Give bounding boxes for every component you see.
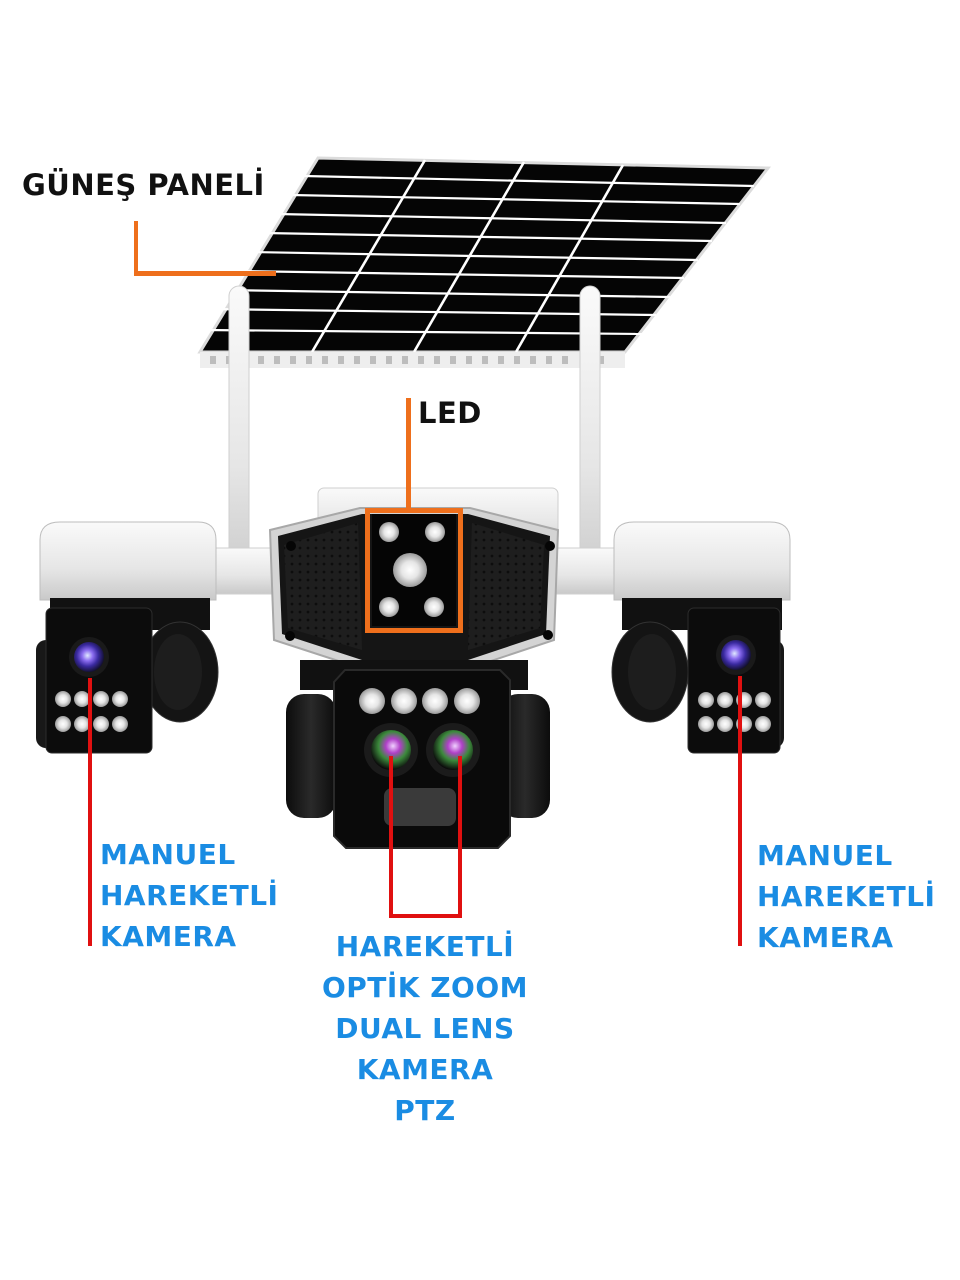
center-callout-line-right (458, 756, 462, 918)
center-callout-line-left (389, 756, 393, 918)
center-camera-label-line: KAMERA (356, 1053, 494, 1086)
center-camera-label: HAREKETLİ OPTİK ZOOM DUAL LENS KAMERA PT… (300, 926, 550, 1131)
led-label: LED (418, 396, 482, 430)
center-ptz-camera (286, 660, 550, 849)
center-callout-line-bottom (389, 914, 462, 918)
left-camera (36, 521, 219, 754)
left-camera-label: MANUEL HAREKETLİ KAMERA (100, 834, 278, 957)
solar-callout-line-horizontal (134, 271, 276, 276)
left-camera-label-line: KAMERA (100, 920, 237, 953)
led-callout-line (406, 398, 411, 510)
right-camera-label-line: KAMERA (757, 921, 894, 954)
right-camera-label: MANUEL HAREKETLİ KAMERA (757, 835, 935, 958)
solar-panel-label: GÜNEŞ PANELİ (22, 168, 265, 202)
right-camera-callout-line (738, 676, 742, 946)
solar-callout-line-vertical (134, 221, 138, 275)
left-camera-label-line: HAREKETLİ (100, 879, 279, 912)
left-camera-label-line: MANUEL (100, 838, 236, 871)
led-callout-box (365, 508, 463, 633)
left-camera-callout-line (88, 678, 92, 946)
center-camera-label-line: OPTİK ZOOM (321, 971, 529, 1004)
right-camera-label-line: MANUEL (757, 839, 893, 872)
floodlight-housing (268, 507, 560, 669)
right-camera-label-line: HAREKETLİ (757, 880, 936, 913)
center-camera-label-line: PTZ (394, 1094, 456, 1127)
center-camera-label-line: DUAL LENS (335, 1012, 515, 1045)
center-camera-label-line: HAREKETLİ (335, 930, 515, 963)
right-camera (611, 521, 791, 754)
solar-panel (197, 156, 772, 368)
